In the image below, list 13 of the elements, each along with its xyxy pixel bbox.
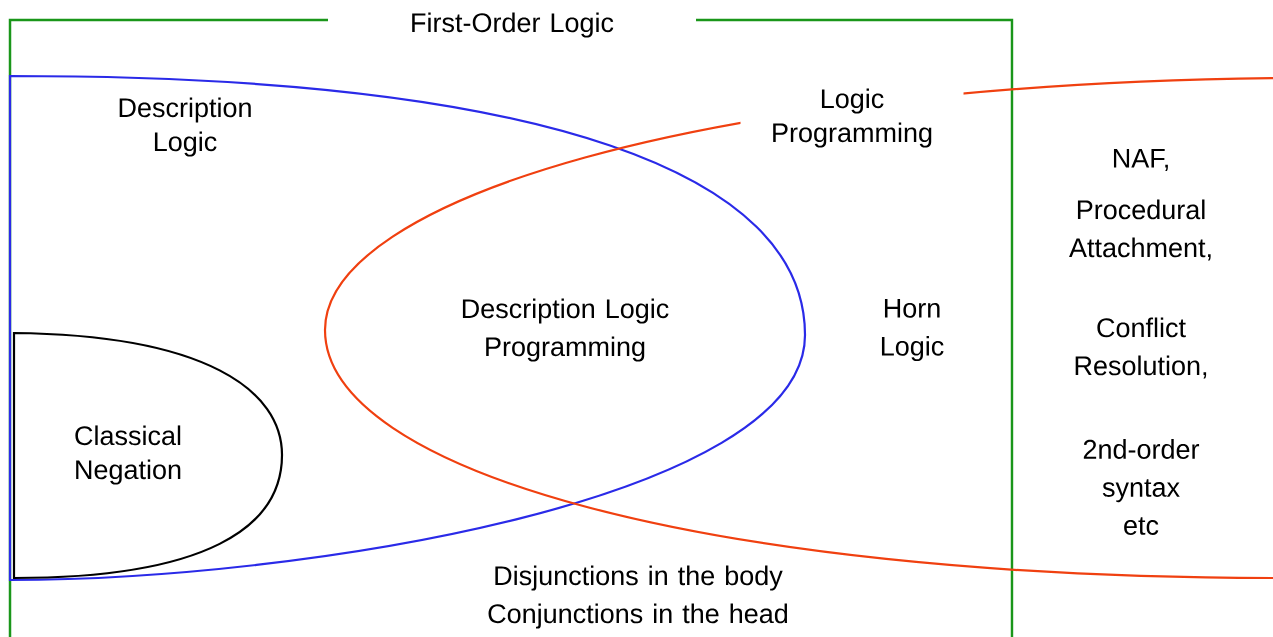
region-label: Classical Negation [75, 425, 181, 485]
region-label: Procedural Attachment, [1069, 199, 1211, 261]
region-label: NAF, [1113, 149, 1168, 171]
region-outline [12, 331, 284, 580]
region-label: Disjunctions in the body Conjunctions in the head [488, 565, 788, 629]
node-label: Logic Programming [773, 88, 932, 148]
region-label: Horn Logic [881, 298, 944, 362]
region-label: Description Logic Programming [462, 298, 669, 362]
region-label: Logic Programming [740, 84, 964, 152]
region-label: Conflict Resolution, [1075, 317, 1207, 379]
region-label: First-Order Logic [328, 8, 696, 42]
region-label: Description Logic [119, 97, 251, 157]
region-label: 2nd-order syntax etc [1083, 439, 1200, 535]
